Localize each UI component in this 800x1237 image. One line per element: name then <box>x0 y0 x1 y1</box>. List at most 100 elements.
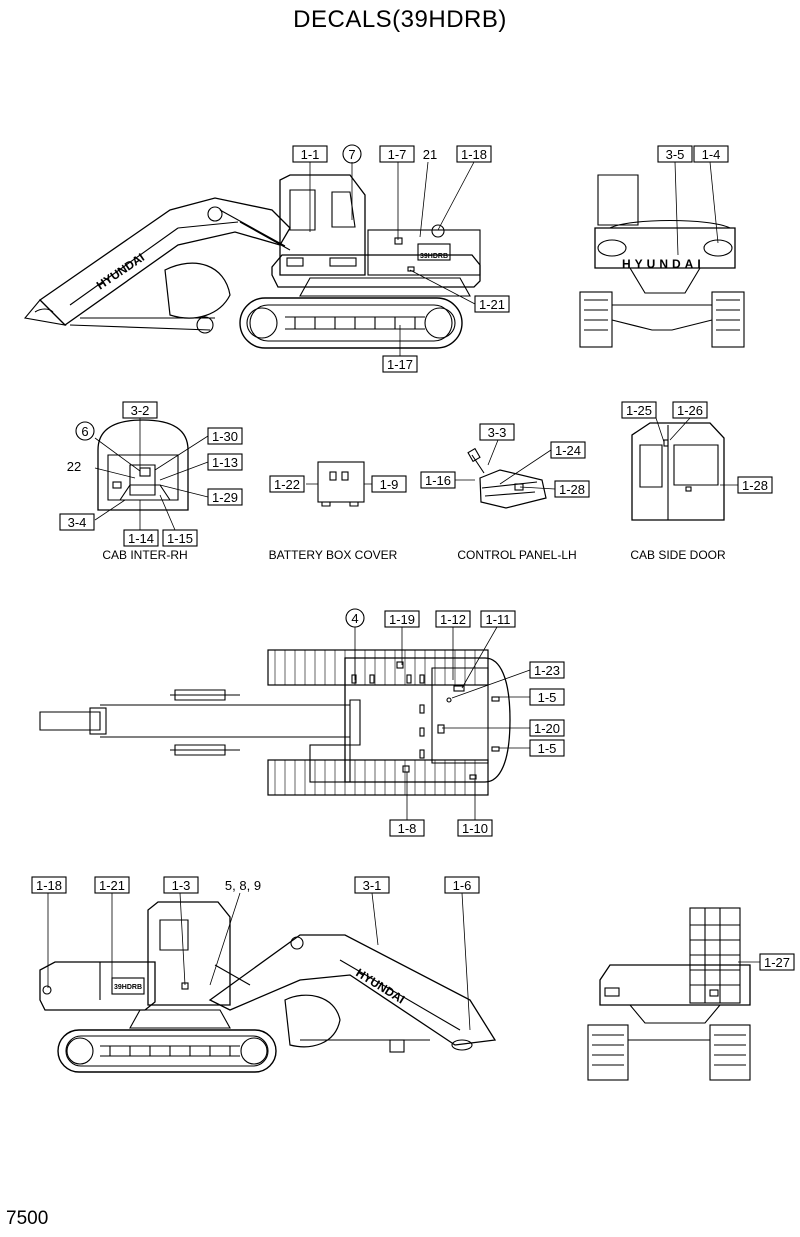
svg-text:1-18: 1-18 <box>36 878 62 893</box>
caption-cab-inter-rh: CAB INTER-RH <box>102 548 187 562</box>
svg-text:1-24: 1-24 <box>555 443 581 458</box>
svg-text:1-20: 1-20 <box>534 721 560 736</box>
callout-1-11: 1-11 <box>480 610 516 628</box>
callout-1-4: 1-4 <box>693 145 729 163</box>
model-badge-text: 39HDRB <box>420 253 448 260</box>
svg-text:3-5: 3-5 <box>666 147 685 162</box>
svg-text:22: 22 <box>67 459 81 474</box>
callout-1-3: 1-3 <box>163 876 199 894</box>
svg-text:1-3: 1-3 <box>172 878 191 893</box>
callout-1-15: 1-15 <box>162 529 198 547</box>
svg-text:6: 6 <box>81 424 88 439</box>
callout-3-5: 3-5 <box>657 145 693 163</box>
svg-text:1-25: 1-25 <box>626 403 652 418</box>
caption-cab-side-door: CAB SIDE DOOR <box>630 548 726 562</box>
callout-7: 7 <box>342 144 362 164</box>
callout-1-13: 1-13 <box>207 453 243 471</box>
svg-text:1-13: 1-13 <box>212 455 238 470</box>
svg-text:1-15: 1-15 <box>167 531 193 546</box>
svg-text:3-1: 3-1 <box>363 878 382 893</box>
svg-text:1-7: 1-7 <box>388 147 407 162</box>
svg-text:1-30: 1-30 <box>212 429 238 444</box>
svg-text:3-4: 3-4 <box>68 515 87 530</box>
callout-1-28-panel: 1-28 <box>554 480 590 498</box>
svg-text:1-16: 1-16 <box>425 473 451 488</box>
svg-text:1-22: 1-22 <box>274 477 300 492</box>
rear-brand-text: HYUNDAI <box>622 257 705 271</box>
callout-1-21-right: 1-21 <box>94 876 130 894</box>
svg-text:1-9: 1-9 <box>380 477 399 492</box>
callout-1-22: 1-22 <box>269 475 305 493</box>
callout-1-28-door: 1-28 <box>737 476 773 494</box>
svg-text:1-26: 1-26 <box>677 403 703 418</box>
excavator-rear-view: HYUNDAI <box>579 174 745 348</box>
callout-1-30: 1-30 <box>207 427 243 445</box>
svg-text:3-2: 3-2 <box>131 403 150 418</box>
callout-22: 22 <box>67 459 81 474</box>
excavator-left-side-view: HYUNDAI 39HDRB <box>23 174 481 349</box>
svg-text:1-8: 1-8 <box>398 821 417 836</box>
svg-text:1-27: 1-27 <box>764 955 790 970</box>
callout-3-4: 3-4 <box>59 513 95 531</box>
svg-text:1-5: 1-5 <box>538 690 557 705</box>
callout-3-3: 3-3 <box>479 423 515 441</box>
svg-text:1-10: 1-10 <box>462 821 488 836</box>
boom-brand-text-right: HYUNDAI <box>353 966 407 1007</box>
excavator-right-side-view: HYUNDAI 39HDRB <box>39 901 497 1073</box>
svg-text:1-14: 1-14 <box>128 531 154 546</box>
callout-1-24: 1-24 <box>550 441 586 459</box>
callout-1-20: 1-20 <box>529 719 565 737</box>
svg-text:1-12: 1-12 <box>440 612 466 627</box>
excavator-top-view <box>39 649 511 796</box>
svg-text:1-11: 1-11 <box>485 612 510 627</box>
svg-text:1-17: 1-17 <box>387 357 413 372</box>
callout-1-9: 1-9 <box>371 475 407 493</box>
svg-text:1-28: 1-28 <box>559 482 585 497</box>
cab-interior-view <box>97 419 189 511</box>
svg-text:1-4: 1-4 <box>702 147 721 162</box>
callout-1-29: 1-29 <box>207 488 243 506</box>
svg-text:1-21: 1-21 <box>99 878 125 893</box>
callout-21: 21 <box>423 147 437 162</box>
svg-text:3-3: 3-3 <box>488 425 507 440</box>
callout-4: 4 <box>345 608 365 628</box>
callout-1-18-right: 1-18 <box>31 876 67 894</box>
callout-1-26: 1-26 <box>672 401 708 419</box>
callout-1-17: 1-17 <box>382 355 418 373</box>
callout-1-12: 1-12 <box>435 610 471 628</box>
svg-text:1-29: 1-29 <box>212 490 238 505</box>
callout-labels: 1-1 7 1-7 21 1-18 1-21 1-17 3-5 1-4 3-2 … <box>31 144 795 971</box>
page-title: DECALS(39HDRB) <box>293 6 507 33</box>
model-badge-text-right: 39HDRB <box>114 984 142 991</box>
svg-text:1-1: 1-1 <box>301 147 320 162</box>
callout-1-14: 1-14 <box>123 529 159 547</box>
callout-1-16: 1-16 <box>420 471 456 489</box>
caption-control-panel-lh: CONTROL PANEL-LH <box>457 548 576 562</box>
cab-side-door-view <box>631 422 725 521</box>
control-panel-view <box>467 447 547 509</box>
svg-text:4: 4 <box>351 611 358 626</box>
caption-battery-box-cover: BATTERY BOX COVER <box>269 548 398 562</box>
callout-1-7: 1-7 <box>379 145 415 163</box>
callout-1-27: 1-27 <box>759 953 795 971</box>
callout-1-5-upper: 1-5 <box>529 688 565 706</box>
svg-text:1-5: 1-5 <box>538 741 557 756</box>
callout-3-2: 3-2 <box>122 401 158 419</box>
callout-1-19: 1-19 <box>384 610 420 628</box>
svg-text:1-21: 1-21 <box>479 297 505 312</box>
callout-1-18: 1-18 <box>456 145 492 163</box>
callout-1-5-lower: 1-5 <box>529 739 565 757</box>
svg-text:1-23: 1-23 <box>534 663 560 678</box>
svg-text:1-28: 1-28 <box>742 478 768 493</box>
callout-1-21: 1-21 <box>474 295 510 313</box>
callout-6: 6 <box>75 421 95 441</box>
callout-1-25: 1-25 <box>621 401 657 419</box>
callout-1-10: 1-10 <box>457 819 493 837</box>
battery-box-view <box>317 461 365 507</box>
svg-text:1-6: 1-6 <box>453 878 472 893</box>
callout-5-8-9: 5, 8, 9 <box>225 878 261 893</box>
svg-text:5, 8, 9: 5, 8, 9 <box>225 878 261 893</box>
svg-text:1-18: 1-18 <box>461 147 487 162</box>
page-number: 7500 <box>6 1208 49 1229</box>
callout-leaders <box>47 161 760 1031</box>
